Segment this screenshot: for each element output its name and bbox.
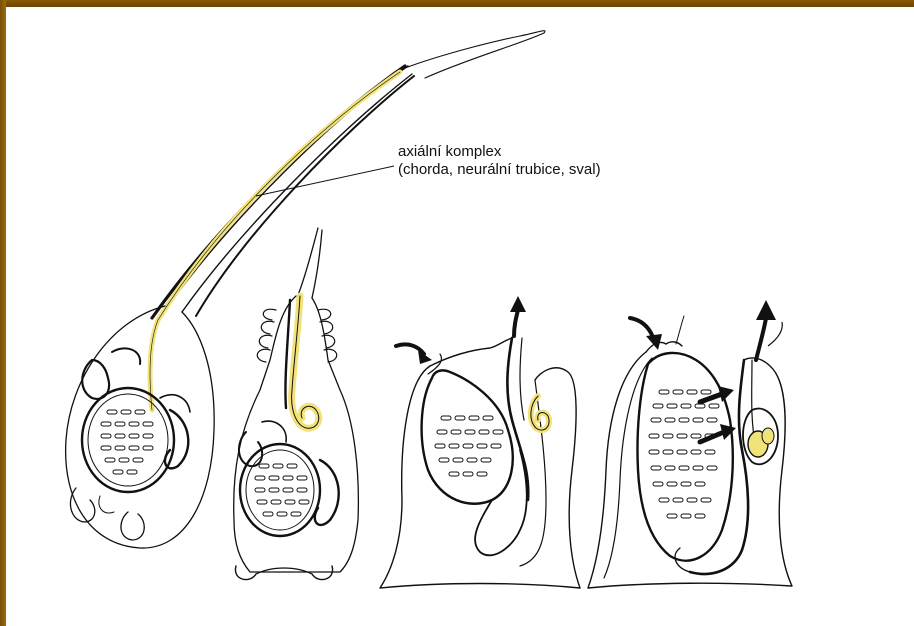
metamorphosis-late-gill-slits xyxy=(435,416,503,476)
outflow-arrow-icon xyxy=(756,300,782,360)
metamorphosis-late-figure xyxy=(380,338,580,588)
larva-figure xyxy=(66,31,545,548)
inflow-arrow-icon xyxy=(630,318,662,350)
metamorphosis-early-figure xyxy=(234,228,359,580)
adult-gonad-yellow xyxy=(748,428,774,457)
annotation-leader-line xyxy=(256,166,394,196)
larva-gill-slits xyxy=(101,410,153,474)
metamorphosis-early-gill-slits xyxy=(255,464,309,516)
outflow-arrow-icon xyxy=(510,296,526,336)
annotation-line-2: (chorda, neurální trubice, sval) xyxy=(398,161,601,179)
inflow-arrow-icon xyxy=(396,344,432,364)
annotation-line-1: axiální komplex xyxy=(398,143,601,161)
axial-complex-annotation: axiální komplex (chorda, neurální trubic… xyxy=(398,143,601,179)
adult-gill-slits xyxy=(649,390,719,518)
